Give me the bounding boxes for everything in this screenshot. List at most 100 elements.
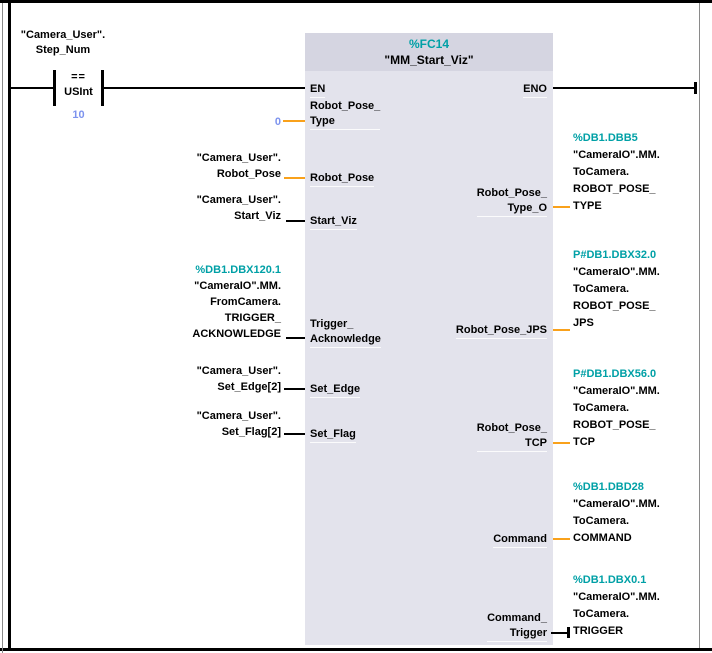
function-block-body[interactable] — [305, 33, 553, 645]
pin-label-line[interactable]: Type_O — [507, 202, 547, 214]
wire-eno-end-tick — [694, 82, 697, 94]
connector-command-trigger-end-tick — [567, 627, 570, 638]
pin-label-line[interactable]: Robot_Pose_ — [476, 187, 547, 199]
pin-label-line[interactable]: Trigger_ — [310, 318, 354, 330]
operand-address[interactable]: %DB1.DBX120.1 — [195, 264, 281, 276]
operand-line[interactable]: Set_Flag[2] — [221, 426, 281, 438]
pin-trigger-acknowledge[interactable]: Trigger_ Acknowledge — [310, 317, 381, 348]
block-address[interactable]: %FC14 — [408, 37, 449, 51]
operand-line[interactable]: ROBOT_POSE_ — [573, 300, 656, 312]
pin-label-line[interactable]: Trigger — [509, 627, 547, 639]
connector-start-viz — [286, 220, 305, 222]
operand-command-out[interactable]: %DB1.DBD28 "CameraIO".MM. ToCamera. COMM… — [573, 479, 660, 547]
compare-operator[interactable]: == — [71, 71, 86, 83]
pin-label-line[interactable]: Acknowledge — [310, 333, 381, 345]
operand-line[interactable]: TYPE — [573, 200, 602, 212]
connector-trigger-acknowledge — [286, 337, 305, 339]
operand-robot-pose-jps-out[interactable]: P#DB1.DBX32.0 "CameraIO".MM. ToCamera. R… — [573, 247, 660, 332]
operand-line[interactable]: "Camera_User". — [196, 365, 281, 377]
connector-robot-pose-type-o — [553, 206, 570, 208]
operand-line[interactable]: "CameraIO".MM. — [573, 266, 660, 278]
operand-address[interactable]: P#DB1.DBX32.0 — [573, 249, 657, 261]
operand-line[interactable]: COMMAND — [573, 532, 632, 544]
function-block-header[interactable] — [305, 33, 553, 71]
operand-line[interactable]: TRIGGER_ — [224, 312, 281, 324]
block-name[interactable]: "MM_Start_Viz" — [384, 53, 474, 67]
operand-line[interactable]: "CameraIO".MM. — [573, 149, 660, 161]
pane-right-border — [699, 3, 700, 648]
pin-eno[interactable]: ENO — [523, 82, 547, 98]
operand-line[interactable]: "CameraIO".MM. — [573, 385, 660, 397]
connector-set-edge — [284, 388, 305, 390]
operand-line[interactable]: FromCamera. — [210, 296, 281, 308]
network-bottom-border — [0, 648, 712, 651]
operand-line[interactable]: ToCamera. — [573, 402, 630, 414]
connector-robot-pose — [284, 177, 305, 179]
operand-robot-pose-type-out[interactable]: %DB1.DBB5 "CameraIO".MM. ToCamera. ROBOT… — [573, 130, 660, 215]
operand-robot-pose[interactable]: "Camera_User". Robot_Pose — [197, 150, 281, 182]
operand-line[interactable]: Start_Viz — [234, 210, 281, 222]
compare-contact[interactable]: == USInt — [56, 70, 101, 100]
pin-robot-pose-type[interactable]: Robot_Pose_ Type — [310, 99, 381, 130]
operand-set-edge[interactable]: "Camera_User". Set_Edge[2] — [197, 363, 281, 395]
contact-left-bar — [53, 70, 56, 106]
operand-line[interactable]: ROBOT_POSE_ — [573, 183, 656, 195]
connector-command-trigger — [551, 632, 567, 634]
pin-command[interactable]: Command — [493, 532, 547, 548]
operand-command-trigger-out[interactable]: %DB1.DBX0.1 "CameraIO".MM. ToCamera. TRI… — [573, 572, 660, 640]
operand-line[interactable]: "CameraIO".MM. — [194, 280, 281, 292]
pin-set-edge[interactable]: Set_Edge — [310, 382, 361, 398]
pin-start-viz[interactable]: Start_Viz — [310, 214, 357, 230]
pin-label-line[interactable]: Robot_Pose_ — [310, 100, 381, 112]
operand-address[interactable]: %DB1.DBX0.1 — [573, 574, 647, 586]
compare-value[interactable]: 10 — [72, 109, 85, 121]
operand-line[interactable]: "CameraIO".MM. — [573, 591, 660, 603]
operand-trigger-acknowledge[interactable]: %DB1.DBX120.1 "CameraIO".MM. FromCamera.… — [192, 262, 281, 342]
operand-address[interactable]: P#DB1.DBX56.0 — [573, 368, 657, 380]
compare-data-type[interactable]: USInt — [64, 86, 93, 98]
operand-line[interactable]: ACKNOWLEDGE — [192, 328, 281, 340]
operand-line[interactable]: ToCamera. — [573, 166, 630, 178]
operand-line[interactable]: ROBOT_POSE_ — [573, 419, 656, 431]
pin-label-line[interactable]: Type — [310, 115, 335, 127]
operand-start-viz[interactable]: "Camera_User". Start_Viz — [197, 192, 281, 224]
contact-operand-line[interactable]: "Camera_User". — [20, 29, 106, 41]
pin-robot-pose-type-o[interactable]: Robot_Pose_ Type_O — [476, 186, 547, 217]
pin-robot-pose-jps[interactable]: Robot_Pose_JPS — [455, 323, 547, 339]
connector-command — [553, 538, 570, 540]
contact-right-bar — [101, 70, 104, 106]
operand-address[interactable]: %DB1.DBD28 — [573, 481, 644, 493]
operand-line[interactable]: JPS — [573, 317, 594, 329]
operand-line[interactable]: ToCamera. — [573, 515, 630, 527]
operand-line[interactable]: ToCamera. — [573, 608, 630, 620]
pane-left-border — [2, 3, 3, 653]
operand-line[interactable]: "Camera_User". — [196, 410, 281, 422]
pin-en[interactable]: EN — [310, 82, 326, 98]
operand-set-flag[interactable]: "Camera_User". Set_Flag[2] — [197, 408, 281, 440]
wire-contact-to-en — [104, 87, 305, 89]
pin-set-flag[interactable]: Set_Flag — [310, 427, 356, 443]
operand-robot-pose-tcp-out[interactable]: P#DB1.DBX56.0 "CameraIO".MM. ToCamera. R… — [573, 366, 660, 451]
operand-line[interactable]: Robot_Pose — [216, 168, 281, 180]
operand-address[interactable]: %DB1.DBB5 — [573, 132, 638, 144]
operand-line[interactable]: "Camera_User". — [196, 194, 281, 206]
function-block-title[interactable]: %FC14 "MM_Start_Viz" — [305, 36, 553, 68]
operand-line[interactable]: TCP — [573, 436, 595, 448]
pin-label-line[interactable]: Command_ — [487, 612, 547, 624]
contact-operand[interactable]: "Camera_User". Step_Num — [8, 28, 118, 58]
pin-label-line[interactable]: Robot_Pose_ — [476, 422, 547, 434]
operand-line[interactable]: TRIGGER — [573, 625, 624, 637]
pin-command-trigger[interactable]: Command_ Trigger — [487, 611, 547, 642]
operand-line[interactable]: "CameraIO".MM. — [573, 498, 660, 510]
connector-set-flag — [284, 433, 305, 435]
operand-line[interactable]: ToCamera. — [573, 283, 630, 295]
operand-robot-pose-type-constant[interactable]: 0 — [274, 116, 281, 128]
wire-eno-out — [553, 87, 695, 89]
operand-line[interactable]: "Camera_User". — [196, 152, 281, 164]
contact-operand-line[interactable]: Step_Num — [35, 44, 91, 56]
operand-line[interactable]: Set_Edge[2] — [217, 381, 281, 393]
connector-robot-pose-type — [283, 120, 305, 122]
pin-robot-pose-tcp[interactable]: Robot_Pose_ TCP — [476, 421, 547, 452]
pin-label-line[interactable]: TCP — [525, 437, 547, 449]
pin-robot-pose[interactable]: Robot_Pose — [310, 171, 375, 187]
